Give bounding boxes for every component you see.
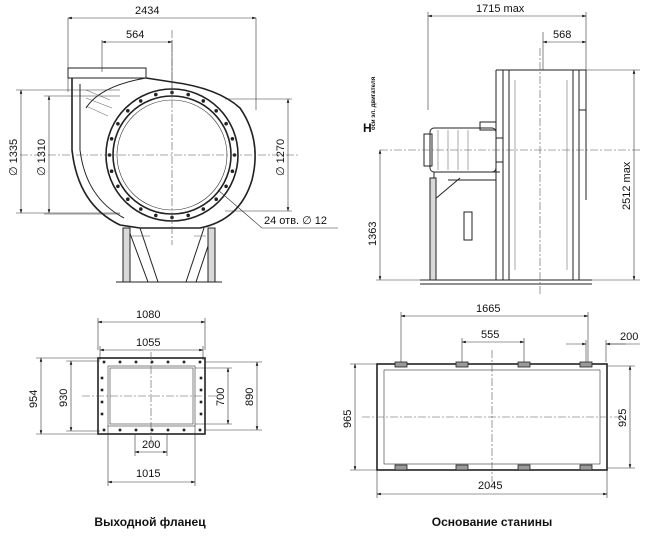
bolt-hole: [214, 109, 218, 113]
flange-hole: [100, 388, 104, 392]
flange-hole: [134, 360, 138, 364]
flange-hole: [150, 428, 154, 432]
dim-outlet-offset: 564: [126, 29, 144, 41]
flange-hole: [100, 412, 104, 416]
bolt-hole: [126, 109, 130, 113]
bolt-hole: [109, 169, 114, 173]
frame-pad: [394, 361, 408, 368]
frame-pad: [579, 361, 593, 368]
flange-hole: [199, 388, 203, 392]
flange-hole: [166, 428, 170, 432]
flange-hole: [100, 376, 104, 380]
bolt-hole: [109, 137, 114, 141]
bolt-hole: [230, 137, 235, 141]
outlet-flange-view: 1080 1055 954 930 700 890: [28, 309, 262, 529]
dim-bolt-height: 930: [58, 389, 70, 407]
dim-hole-pitch: 200: [142, 439, 160, 451]
bolt-hole: [126, 197, 130, 201]
flange-hole: [198, 360, 202, 364]
h-axis-subscript: оси эл. двигателя: [371, 76, 377, 130]
bolt-hole: [154, 213, 158, 218]
flange-hole: [102, 428, 106, 432]
dim-dia-inner: ∅ 1270: [275, 139, 287, 176]
frame-pad: [394, 464, 408, 471]
fan-side-view: 1715 max 568 H: [363, 3, 640, 296]
flange-hole: [134, 428, 138, 432]
dim-hole-spacing: 555: [481, 329, 499, 341]
outlet-flange-caption: Выходной фланец: [94, 515, 206, 529]
dim-inner-width: 1015: [136, 468, 160, 480]
bolt-hole: [230, 169, 235, 173]
flange-bolt-holes: [107, 90, 237, 220]
flange-hole: [102, 360, 106, 364]
bolt-hole: [116, 122, 120, 126]
holes-note: 24 отв. ∅ 12: [264, 215, 327, 227]
bolt-hole: [139, 207, 143, 211]
bolt-hole: [224, 184, 228, 189]
dim-frame-length: 1665: [476, 303, 500, 315]
dim-motor-offset: 568: [553, 29, 571, 41]
dim-dia-bolt: ∅ 1310: [36, 139, 48, 176]
dim-outer-height: 954: [28, 390, 40, 408]
frame-pad: [517, 361, 531, 368]
dim-width-total: 2434: [135, 5, 159, 17]
base-frame-caption: Основание станины: [432, 515, 552, 529]
dim-frame-length-total: 2045: [478, 480, 502, 492]
dim-frame-height-inner: 925: [617, 409, 629, 427]
bolt-hole: [201, 99, 206, 103]
dim-inner-height: 700: [215, 388, 227, 406]
flange-hole: [182, 360, 186, 364]
flange-hole: [150, 360, 154, 364]
dim-frame-height-total: 965: [342, 410, 354, 428]
dim-edge-offset: 200: [620, 331, 638, 343]
frame-pad: [455, 361, 469, 368]
frame-pad: [579, 464, 593, 471]
flange-hole: [182, 428, 186, 432]
bolt-hole: [214, 197, 218, 201]
frame-pad: [455, 464, 469, 471]
frame-pad: [517, 464, 531, 471]
bolt-hole: [154, 92, 158, 97]
flange-hole: [100, 400, 104, 404]
base-frame-pads: [394, 361, 593, 471]
flange-hole: [199, 400, 203, 404]
bolt-hole: [186, 213, 190, 218]
dim-length-max: 1715 max: [476, 3, 525, 15]
bolt-hole: [224, 121, 228, 126]
dim-axis-height: 1363: [367, 222, 379, 246]
flange-hole: [166, 360, 170, 364]
fan-front-view: 2434 564 24: [8, 5, 338, 283]
flange-hole: [118, 428, 122, 432]
flange-hole: [198, 428, 202, 432]
bolt-hole: [138, 99, 143, 103]
bolt-hole: [201, 207, 206, 211]
flange-hole: [199, 412, 203, 416]
dim-bolt-width: 1055: [136, 337, 160, 349]
dim-height-890: 890: [244, 388, 256, 406]
outlet-flange-holes: [100, 360, 203, 432]
base-frame-view: 1665 555 200 965 925 2045 Основан: [342, 303, 640, 529]
dim-height-max: 2512 max: [621, 161, 633, 210]
dim-dia-outer: ∅ 1335: [8, 139, 20, 176]
dim-outer-width: 1080: [136, 309, 160, 321]
h-axis-symbol: H: [363, 121, 372, 135]
bolt-hole: [186, 92, 190, 97]
flange-hole: [118, 360, 122, 364]
bolt-hole: [116, 184, 120, 189]
flange-hole: [199, 376, 203, 380]
